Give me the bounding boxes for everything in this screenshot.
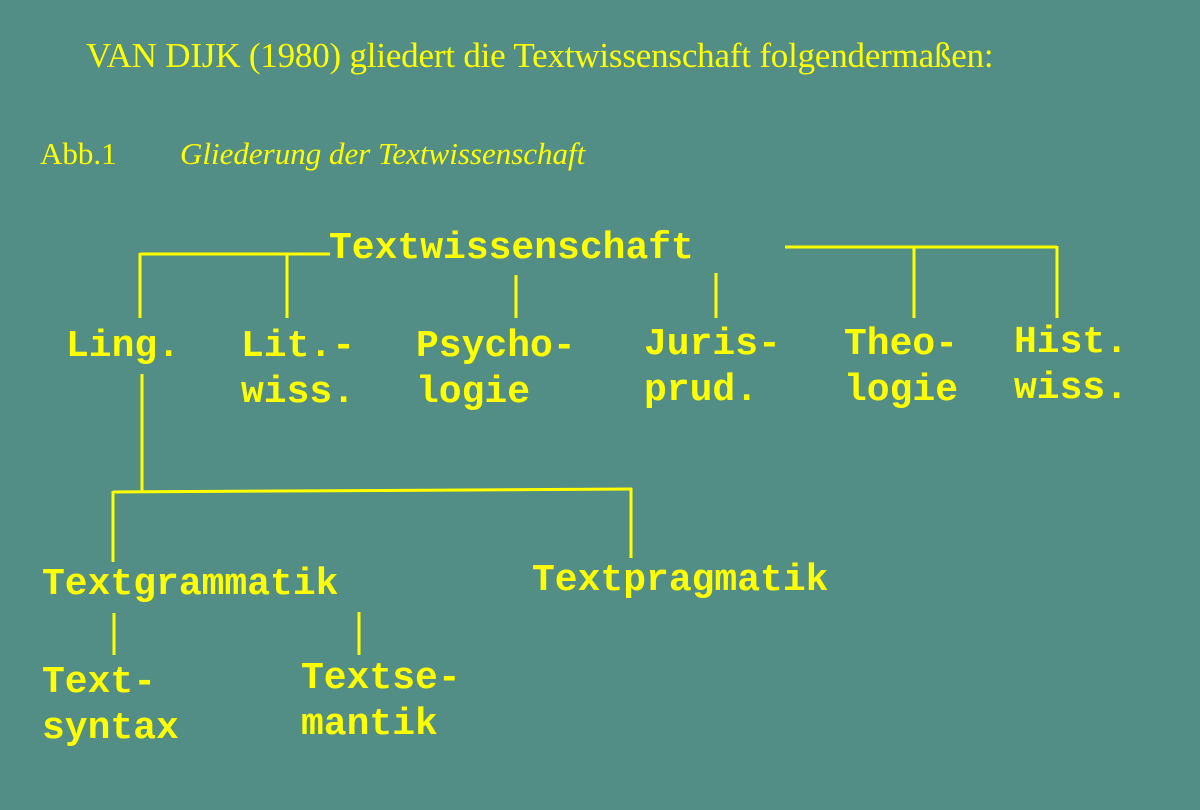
node-psychologie-line2: logie (416, 371, 531, 414)
node-histwiss: Hist. wiss. (1014, 320, 1128, 412)
root-node: Textwissenschaft (329, 227, 694, 270)
node-histwiss-line1: Hist. (1014, 321, 1129, 364)
node-textsemantik-line1: Textse- (301, 657, 461, 700)
node-ling-line1: Ling. (66, 325, 181, 368)
node-litwiss: Lit.- wiss. (241, 324, 355, 416)
node-textsemantik-line2: mantik (301, 703, 438, 746)
node-textsyntax: Text- syntax (42, 660, 179, 752)
node-jurisprud: Juris- prud. (644, 322, 781, 414)
node-jurisprud-line2: prud. (644, 369, 759, 412)
node-psychologie: Psycho- logie (416, 324, 576, 416)
figure-title: Gliederung der Textwissenschaft (180, 136, 586, 171)
ling-bar (112, 487, 633, 494)
node-textpragmatik: Textpragmatik (532, 559, 829, 602)
node-histwiss-line2: wiss. (1014, 367, 1129, 410)
node-textsyntax-line2: syntax (42, 707, 179, 750)
node-textsemantik: Textse- mantik (301, 656, 461, 748)
node-jurisprud-line1: Juris- (644, 323, 781, 366)
node-textsyntax-line1: Text- (42, 661, 157, 704)
node-litwiss-line2: wiss. (241, 371, 356, 414)
node-psychologie-line1: Psycho- (416, 325, 576, 368)
headline: VAN DIJK (1980) gliedert die Textwissens… (86, 36, 994, 75)
node-theologie: Theo- logie (844, 322, 958, 414)
figure-label: Abb.1 (40, 136, 117, 171)
node-theologie-line2: logie (844, 369, 959, 412)
node-textgrammatik: Textgrammatik (42, 563, 339, 606)
node-litwiss-line1: Lit.- (241, 325, 356, 368)
node-ling: Ling. (66, 324, 180, 370)
node-theologie-line1: Theo- (844, 323, 959, 366)
